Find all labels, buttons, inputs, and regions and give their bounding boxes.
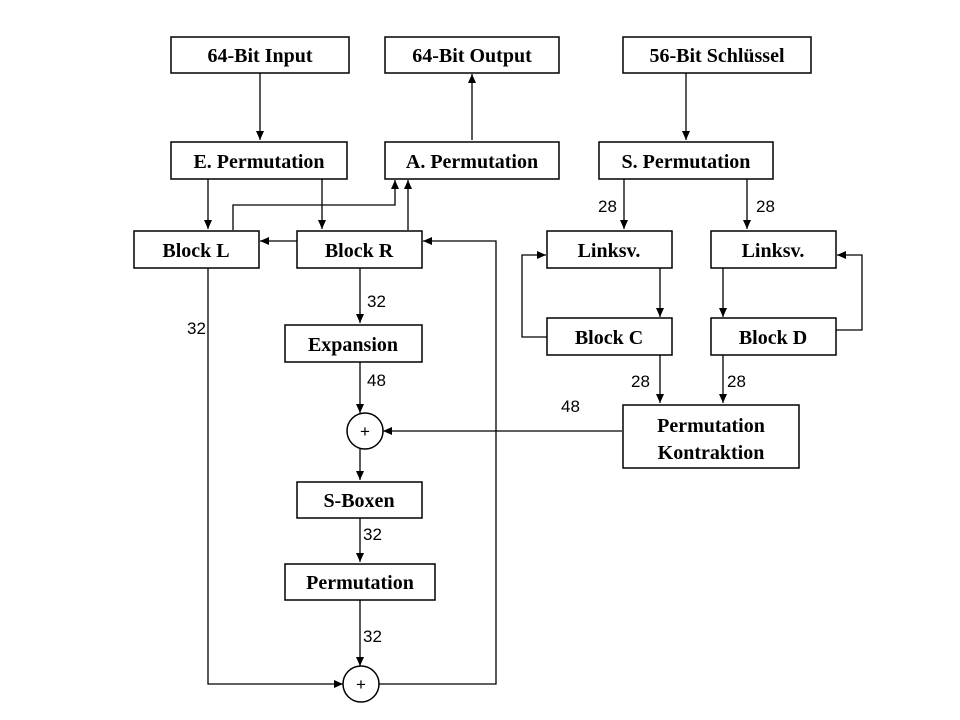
node-s-permutation: S. Permutation	[598, 141, 774, 180]
node-56-bit-schluessel-label: 56-Bit Schlüssel	[649, 45, 784, 67]
xor-operator-2: +	[342, 665, 380, 703]
edge-xor-2-to-block-r	[379, 237, 497, 685]
node-64-bit-output-label: 64-Bit Output	[412, 45, 532, 67]
bit-label-key-left: 28	[598, 197, 617, 216]
edge-block-l-to-xor-2	[207, 268, 343, 688]
node-permutation-kontraktion: Permutation Kontraktion	[622, 404, 800, 469]
node-block-l-label: Block L	[162, 240, 229, 262]
xor-operator-1-symbol: +	[360, 422, 370, 441]
node-block-d-label: Block D	[739, 327, 807, 349]
node-block-r-label: Block R	[325, 240, 394, 262]
node-s-permutation-label: S. Permutation	[622, 151, 751, 173]
node-expansion-label: Expansion	[308, 334, 398, 356]
bit-label-key-right: 28	[756, 197, 775, 216]
bit-width-labels: 28 28 32 32 48 28 28 48 32 32	[187, 197, 775, 646]
node-permutation-kontraktion-line2: Kontraktion	[658, 442, 765, 464]
edge-block-c-to-linksv-c-loop	[521, 251, 548, 338]
node-s-boxen: S-Boxen	[296, 481, 423, 519]
node-block-d: Block D	[710, 317, 837, 356]
bit-label-r-to-expansion: 32	[367, 292, 386, 311]
node-linksv-d-label: Linksv.	[742, 240, 805, 262]
bit-label-sboxen-to-perm: 32	[363, 525, 382, 544]
edges	[204, 73, 863, 688]
node-expansion: Expansion	[284, 324, 423, 363]
node-64-bit-output: 64-Bit Output	[384, 36, 560, 74]
node-permutation: Permutation	[284, 563, 436, 601]
node-permutation-kontraktion-line1: Permutation	[657, 415, 765, 437]
edge-block-l-to-a-permutation	[232, 180, 399, 230]
bit-label-d-to-pk: 28	[727, 372, 746, 391]
node-56-bit-schluessel: 56-Bit Schlüssel	[622, 36, 812, 74]
node-block-c-label: Block C	[575, 327, 643, 349]
bit-label-pk-to-xor: 48	[561, 397, 580, 416]
node-e-permutation: E. Permutation	[170, 141, 348, 180]
bit-label-c-to-pk: 28	[631, 372, 650, 391]
node-s-boxen-label: S-Boxen	[323, 490, 394, 512]
node-64-bit-input: 64-Bit Input	[170, 36, 350, 74]
xor-operator-1: +	[346, 412, 384, 450]
node-linksv-c: Linksv.	[546, 230, 673, 269]
node-64-bit-input-label: 64-Bit Input	[207, 45, 312, 67]
node-block-l: Block L	[133, 230, 260, 269]
edge-block-d-to-linksv-d-loop	[835, 251, 863, 331]
bit-label-perm-to-xor: 32	[363, 627, 382, 646]
xor-operator-2-symbol: +	[356, 675, 366, 694]
node-linksv-c-label: Linksv.	[578, 240, 641, 262]
node-a-permutation: A. Permutation	[384, 141, 560, 180]
node-permutation-label: Permutation	[306, 572, 414, 594]
bit-label-expansion-to-xor: 48	[367, 371, 386, 390]
bit-label-l-down: 32	[187, 319, 206, 338]
node-block-r: Block R	[296, 230, 423, 269]
node-a-permutation-label: A. Permutation	[406, 151, 538, 173]
node-block-c: Block C	[546, 317, 673, 356]
node-e-permutation-label: E. Permutation	[193, 151, 324, 173]
node-linksv-d: Linksv.	[710, 230, 837, 269]
